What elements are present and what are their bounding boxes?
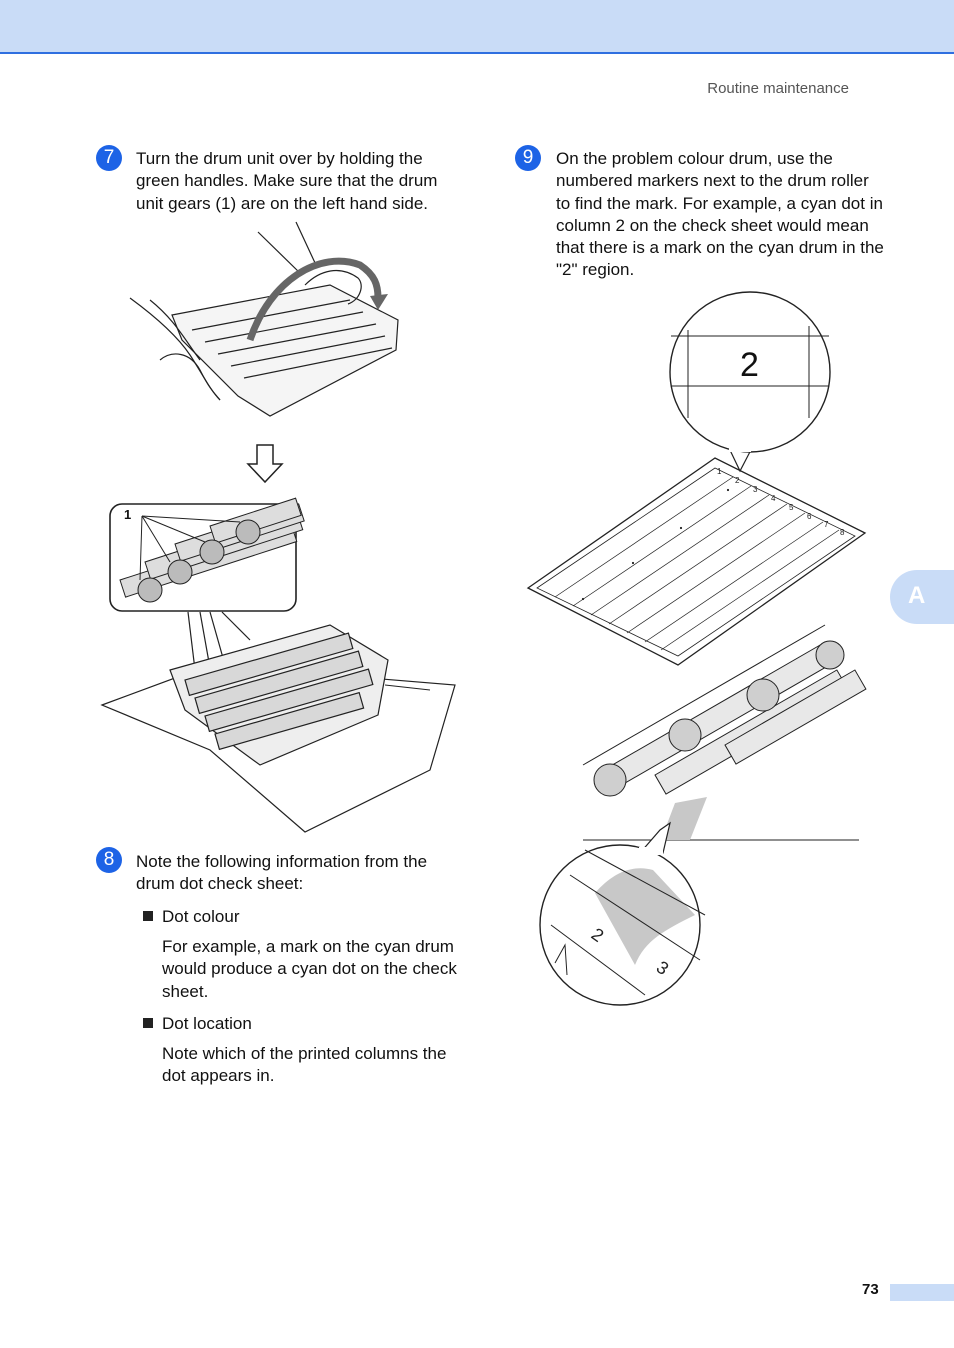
- sheet-col-8: 8: [840, 528, 845, 537]
- bullet-dot-location: Dot location: [143, 1013, 252, 1035]
- drum-roller-illustration: 2 3: [539, 624, 867, 1006]
- step-7-badge: 7: [96, 145, 122, 171]
- step-9-badge: 9: [515, 145, 541, 171]
- sheet-col-5: 5: [789, 503, 794, 512]
- step-8-text: Note the following information from the …: [136, 852, 428, 894]
- appendix-side-tab: A: [890, 570, 954, 624]
- dot-location-description: Note which of the printed columns the do…: [162, 1044, 447, 1086]
- sheet-col-2: 2: [735, 476, 740, 485]
- footer-bar: [890, 1284, 954, 1301]
- step-7-text: Turn the drum unit over by holding the g…: [136, 149, 438, 213]
- drum-gears-illustration: 1: [100, 497, 456, 833]
- sheet-col-1: 1: [717, 467, 722, 476]
- step-9-text: On the problem colour drum, use the numb…: [556, 149, 884, 280]
- check-sheet-illustration: 1 2 3 4 5 6 7 8 2: [526, 291, 867, 666]
- drum-unit-flip-illustration: [129, 221, 399, 417]
- sheet-col-4: 4: [771, 494, 776, 503]
- step-8-badge: 8: [96, 847, 122, 873]
- sheet-col-7: 7: [824, 520, 829, 529]
- down-arrow-icon: [246, 444, 284, 484]
- sheet-zoom-number: 2: [740, 346, 759, 384]
- sheet-col-6: 6: [807, 512, 812, 521]
- gear-callout-label: 1: [124, 507, 131, 522]
- sheet-col-3: 3: [753, 485, 758, 494]
- header-band: [0, 0, 954, 54]
- section-title: Routine maintenance: [707, 80, 849, 97]
- bullet-dot-colour: Dot colour: [143, 906, 239, 928]
- page-number: 73: [862, 1281, 879, 1298]
- dot-colour-description: For example, a mark on the cyan drum wou…: [162, 937, 457, 1001]
